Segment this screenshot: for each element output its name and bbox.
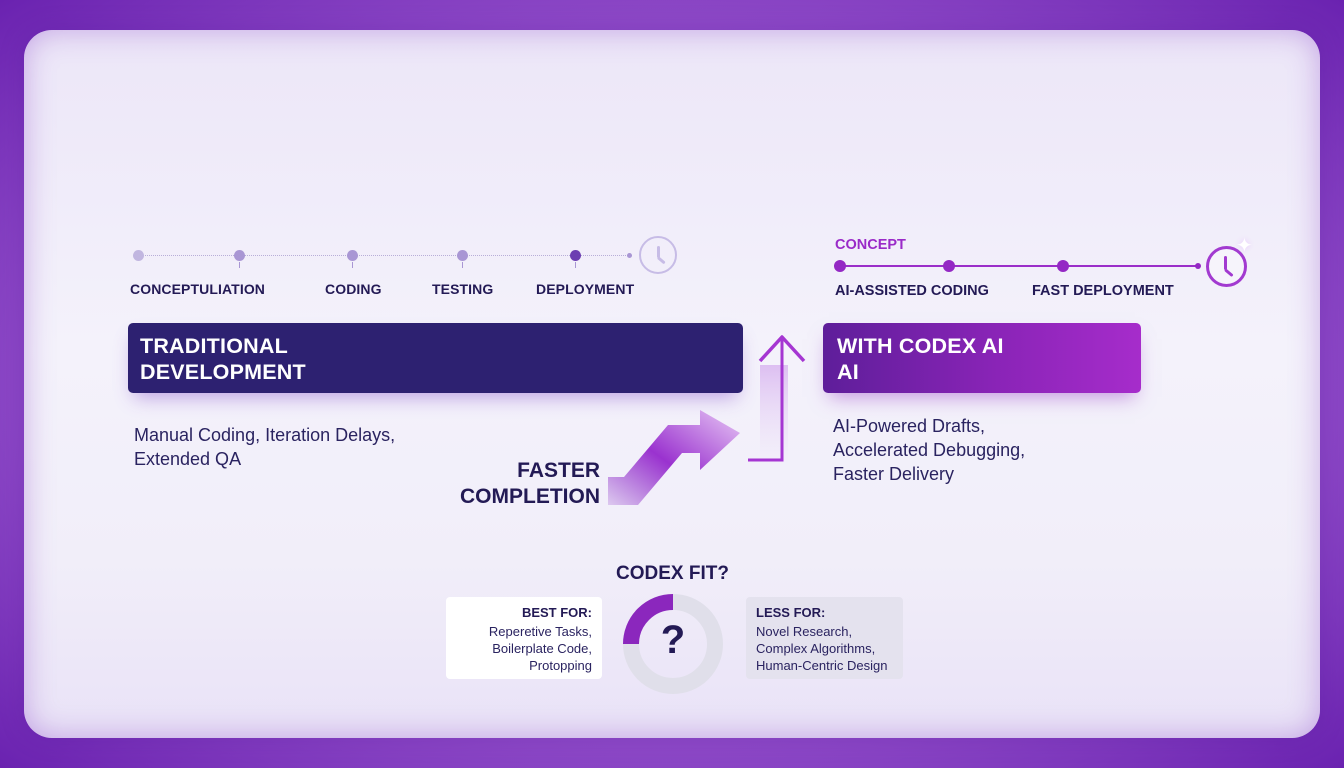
less-for-heading: LESS FOR: xyxy=(756,605,826,620)
step-label: TESTING xyxy=(432,281,494,297)
step-label: FAST DEPLOYMENT xyxy=(1032,283,1174,299)
timeline-end-dot xyxy=(1195,263,1201,269)
step-label: CONCEPTULIATION xyxy=(130,281,266,297)
step-label: CODING xyxy=(325,281,382,297)
best-for-heading: BEST FOR: xyxy=(521,605,592,620)
timeline-track xyxy=(138,255,632,256)
step-label: DEPLOYMENT xyxy=(536,281,635,297)
concept-label: CONCEPT xyxy=(835,237,906,253)
sparkle-icon: ✦ xyxy=(1236,235,1253,257)
timeline-dot xyxy=(943,260,955,272)
clock-icon xyxy=(639,236,677,274)
banner-title: TRADITIONAL DEVELOPMENT xyxy=(140,334,306,384)
timeline-track xyxy=(840,265,1198,267)
less-for-list: Novel Research, Complex Algorithms, Huma… xyxy=(756,624,888,673)
question-mark-icon: ? xyxy=(660,618,686,662)
banner-title: WITH CODEX AI AI xyxy=(837,334,1004,384)
traditional-development-banner: TRADITIONAL DEVELOPMENT xyxy=(128,323,743,393)
codex-ai-banner: WITH CODEX AI AI xyxy=(823,323,1141,393)
best-for-list: Reperetive Tasks, Boilerplate Code, Prot… xyxy=(488,624,592,673)
less-for-card: LESS FOR: Novel Research, Complex Algori… xyxy=(746,597,903,679)
timeline-dot xyxy=(570,250,581,261)
timeline-dot xyxy=(834,260,846,272)
timeline-dot xyxy=(347,250,358,261)
traditional-description: Manual Coding, Iteration Delays, Extende… xyxy=(134,425,396,469)
timeline-tick xyxy=(239,262,240,268)
faster-arrow-icon xyxy=(608,335,806,505)
timeline-tick xyxy=(352,262,353,268)
faster-completion-label: FASTER COMPLETION xyxy=(460,459,600,508)
codex-description: AI-Powered Drafts, Accelerated Debugging… xyxy=(833,416,1026,484)
fit-donut-chart xyxy=(623,594,723,694)
timeline-dot xyxy=(234,250,245,261)
codex-fit-title: CODEX FIT? xyxy=(616,563,729,584)
best-for-card: BEST FOR: Reperetive Tasks, Boilerplate … xyxy=(446,597,602,679)
timeline-dot xyxy=(457,250,468,261)
step-label: AI-ASSISTED CODING xyxy=(835,283,989,299)
clock-icon xyxy=(1206,246,1247,287)
timeline-tick xyxy=(575,262,576,268)
timeline-tick xyxy=(462,262,463,268)
timeline-dot xyxy=(1057,260,1069,272)
timeline-end-dot xyxy=(627,253,632,258)
timeline-start-dot xyxy=(133,250,144,261)
